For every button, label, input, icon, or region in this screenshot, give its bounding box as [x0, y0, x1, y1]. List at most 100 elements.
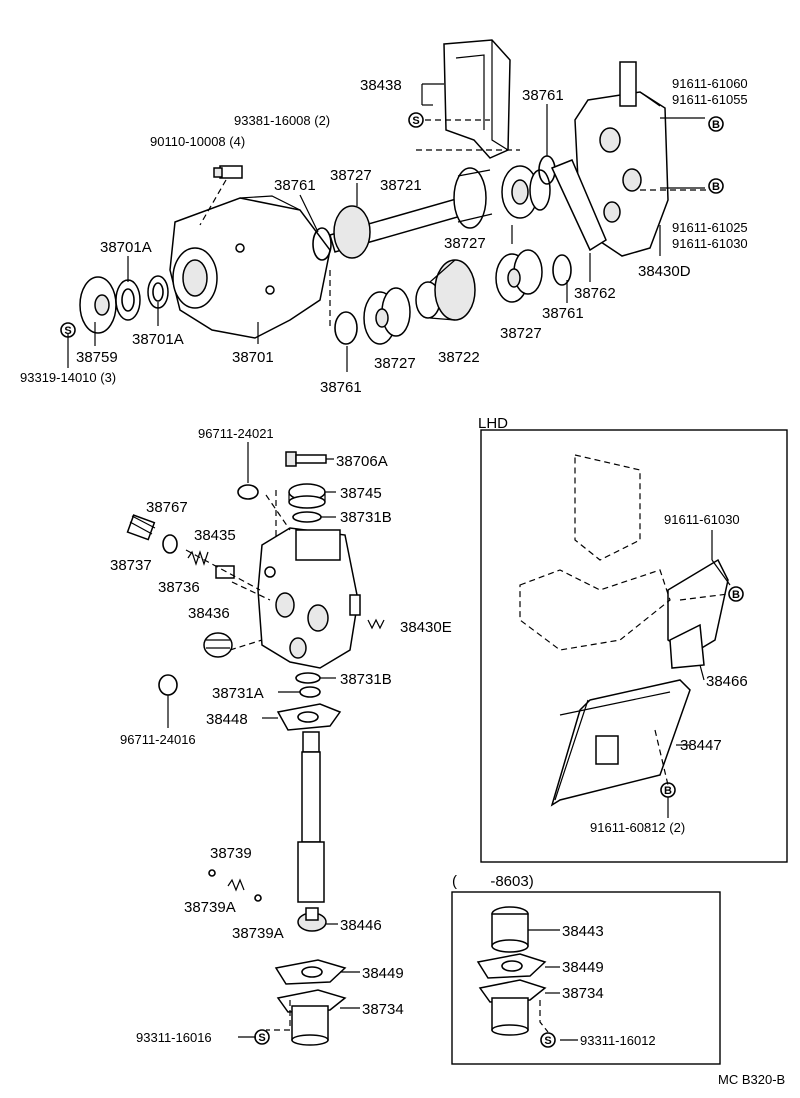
svg-text:S: S [412, 115, 419, 127]
subassembly-frame [451, 891, 721, 1065]
label-lhd: LHD [478, 415, 508, 432]
o-ring-38761-d [334, 311, 358, 345]
label-91611-61030-b: 91611-61030 [664, 512, 740, 527]
cap-38734-b [478, 979, 547, 1036]
gasket-38762 [550, 159, 607, 252]
svg-text:B: B [712, 119, 720, 131]
label-38731B-b: 38731B [340, 671, 392, 688]
pump-housing-38430 [257, 527, 361, 669]
o-ring-38731A [299, 686, 321, 698]
s-mark-93319: S [60, 322, 76, 338]
lhd-bracket-38466 [667, 558, 729, 669]
o-ring-38731B-a [292, 511, 322, 523]
lhd-shield-38447 [550, 679, 691, 807]
cover-38430D [574, 61, 669, 257]
cap-38734-a [276, 989, 347, 1046]
label-38448: 38448 [206, 711, 248, 728]
label-38762: 38762 [574, 285, 616, 302]
label-91611-61025: 91611-61025 [672, 220, 748, 235]
label-38701A-b: 38701A [132, 331, 184, 348]
o-ring-38761-b [312, 227, 332, 261]
bearing-38727-upper [501, 165, 551, 219]
spring-38430E [367, 618, 385, 630]
bearing-38727-lower-right [495, 249, 543, 303]
label-38739A-b: 38739A [232, 925, 284, 942]
ball-38739A-b [254, 894, 262, 902]
spring-38436 [203, 632, 233, 658]
label-38443: 38443 [562, 923, 604, 940]
bushing-38443 [491, 906, 529, 953]
label-93319-14010: 93319-14010 (3) [20, 370, 116, 385]
label-38761-c: 38761 [542, 305, 584, 322]
label-38736: 38736 [158, 579, 200, 596]
label-91611-61055: 91611-61055 [672, 92, 748, 107]
o-ring-96711-24016 [158, 674, 178, 696]
b-mark-91611-61030: B [728, 586, 744, 602]
shaft-gear-38721 [329, 167, 493, 259]
label-38761-a: 38761 [522, 87, 564, 104]
label-38436: 38436 [188, 605, 230, 622]
pump-body-38701 [169, 195, 331, 339]
label-96711-24016: 96711-24016 [120, 732, 196, 747]
shaft-38446 [297, 731, 327, 932]
label-91611-61030-a: 91611-61030 [672, 236, 748, 251]
label-38761-b: 38761 [274, 177, 316, 194]
label-38737: 38737 [110, 557, 152, 574]
label-38706A: 38706A [336, 453, 388, 470]
label-93311-16016: 93311-16016 [136, 1030, 212, 1045]
label-38449-b: 38449 [562, 959, 604, 976]
lhd-inset-frame [480, 429, 788, 863]
bearing-38727-lower-left [363, 287, 411, 345]
label-96711-24021: 96711-24021 [198, 426, 274, 441]
seal-38701A-a [115, 279, 141, 321]
svg-text:S: S [64, 325, 71, 337]
bolt-90110 [213, 165, 243, 179]
label-93311-16012: 93311-16012 [580, 1033, 656, 1048]
b-mark-91611-61025: B [708, 178, 724, 194]
b-mark-91611-61060: B [708, 116, 724, 132]
label-38734-b: 38734 [562, 985, 604, 1002]
svg-text:B: B [664, 785, 672, 797]
label-38727-d: 38727 [374, 355, 416, 372]
o-ring-38761-c [552, 254, 572, 286]
s-mark-93381: S [408, 112, 424, 128]
label-38731A: 38731A [212, 685, 264, 702]
label-90110-10008: 90110-10008 (4) [150, 134, 245, 149]
ball-38739A-a [208, 869, 216, 877]
s-mark-93311-16012: S [540, 1032, 556, 1048]
label-38722: 38722 [438, 349, 480, 366]
label-38727-a: 38727 [330, 167, 372, 184]
label-38447: 38447 [680, 737, 722, 754]
o-ring-38767 [162, 534, 178, 554]
svg-text:B: B [732, 589, 740, 601]
label-91611-61060: 91611-61060 [672, 76, 748, 91]
svg-text:S: S [258, 1032, 265, 1044]
label-38466: 38466 [706, 673, 748, 690]
spring-38736 [187, 550, 209, 566]
s-mark-93311-16016: S [254, 1029, 270, 1045]
label-93381-16008: 93381-16008 (2) [234, 113, 330, 128]
label-38449-a: 38449 [362, 965, 404, 982]
label-38731B-a: 38731B [340, 509, 392, 526]
o-ring-96711-24021 [237, 484, 259, 500]
label-38767: 38767 [146, 499, 188, 516]
gasket-38449-b [476, 953, 547, 979]
label-38430E: 38430E [400, 619, 452, 636]
plug-38737 [126, 514, 156, 541]
label-38446: 38446 [340, 917, 382, 934]
label-38745: 38745 [340, 485, 382, 502]
gasket-38449-a [274, 959, 347, 985]
svg-text:S: S [544, 1035, 551, 1047]
label-38721: 38721 [380, 177, 422, 194]
label-38734-a: 38734 [362, 1001, 404, 1018]
o-ring-38731B-b [295, 672, 321, 684]
label-38759: 38759 [76, 349, 118, 366]
label-38701: 38701 [232, 349, 274, 366]
gear-38722 [415, 259, 476, 321]
label-38438: 38438 [360, 77, 402, 94]
label-38701A-a: 38701A [100, 239, 152, 256]
gasket-38448 [276, 703, 342, 731]
label-38761-d: 38761 [320, 379, 362, 396]
b-mark-91611-60812: B [660, 782, 676, 798]
